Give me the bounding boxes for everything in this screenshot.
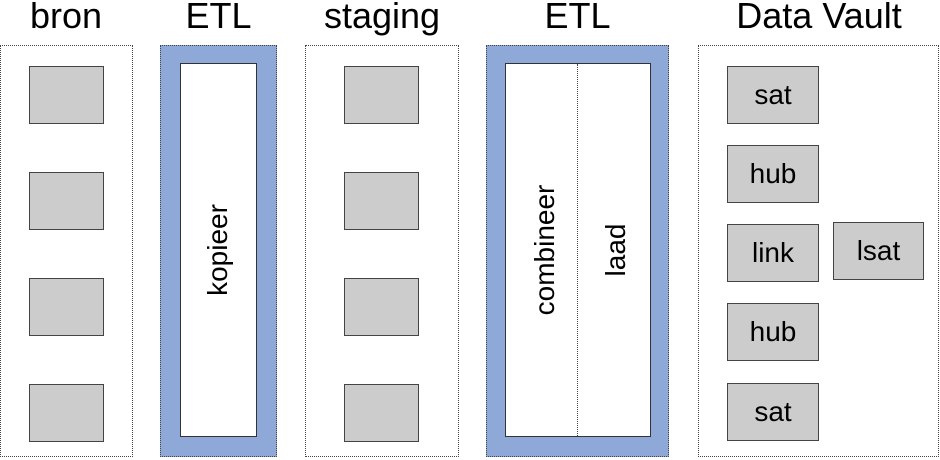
vault-link: link <box>727 224 819 282</box>
staging-table <box>344 278 419 336</box>
etl-copy-step <box>180 63 257 437</box>
etl-load-steps <box>505 63 651 437</box>
vault-hub: hub <box>727 303 819 361</box>
source-table <box>29 172 104 230</box>
staging-panel <box>305 45 459 457</box>
etl-load-step-label: laad <box>600 223 631 277</box>
vault-satellite: sat <box>727 66 819 124</box>
vault-hub: hub <box>727 145 819 203</box>
source-table <box>29 278 104 336</box>
vault-panel <box>698 45 939 457</box>
vault-column-title: Data Vault <box>736 0 902 36</box>
etl-load-column-title: ETL <box>544 0 611 36</box>
etl-copy-step-label: kopieer <box>202 204 233 296</box>
staging-table <box>344 66 419 124</box>
source-column-title: bron <box>29 0 103 36</box>
staging-table <box>344 172 419 230</box>
staging-column-title: staging <box>323 0 441 36</box>
etl-copy-column-title: ETL <box>185 0 252 36</box>
source-table <box>29 384 104 442</box>
source-panel <box>0 45 133 457</box>
source-table <box>29 66 104 124</box>
staging-table <box>344 384 419 442</box>
vault-satellite: sat <box>727 383 819 441</box>
etl-step-divider <box>577 64 578 436</box>
etl-combine-step-label: combineer <box>529 184 560 316</box>
vault-link-satellite: lsat <box>833 222 924 280</box>
